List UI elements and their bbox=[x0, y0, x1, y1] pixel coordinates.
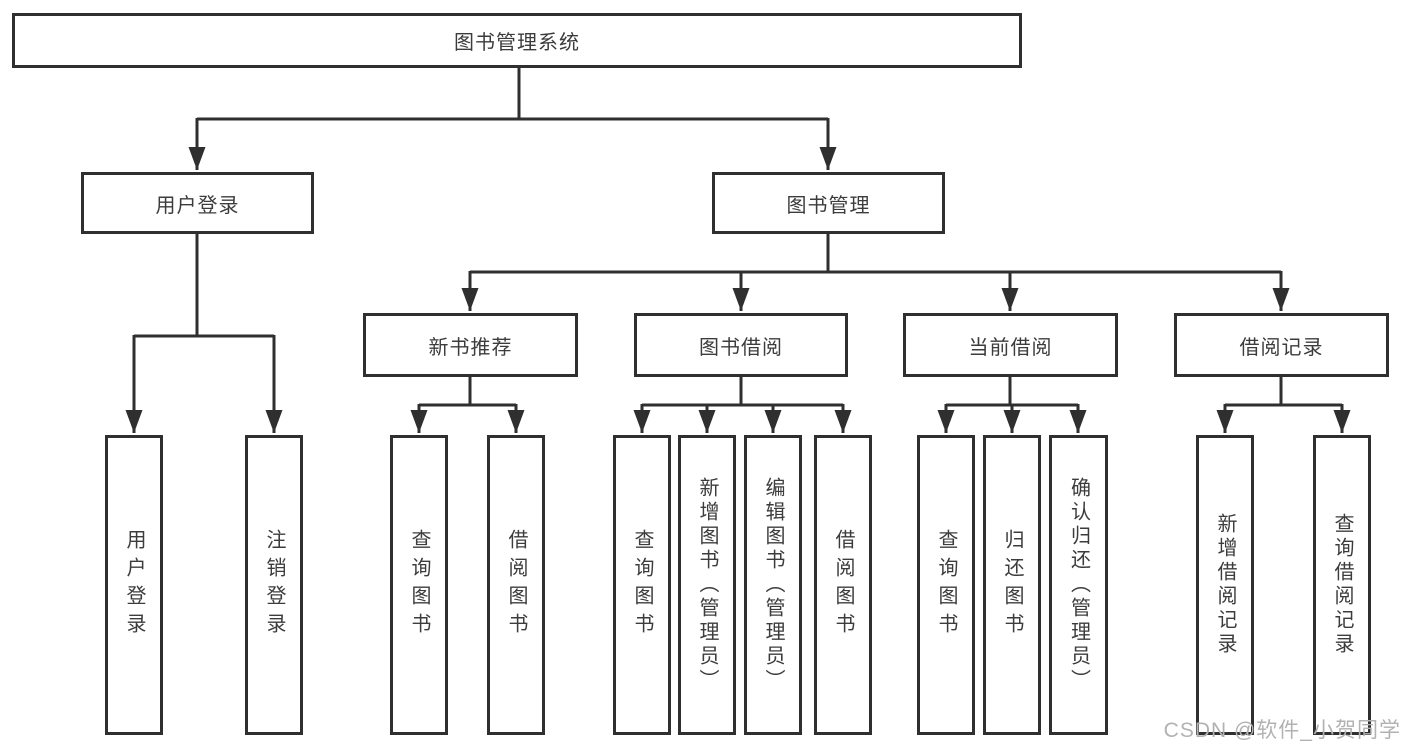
leaf-add-book-admin: 新增图书（管理员） bbox=[678, 435, 736, 735]
leaf-return-book: 归还图书 bbox=[983, 435, 1041, 735]
leaf-add-borrow-record: 新增借阅记录 bbox=[1196, 435, 1254, 735]
leaf-query-borrow-record: 查询借阅记录 bbox=[1313, 435, 1371, 735]
leaf-edit-book-admin: 编辑图书（管理员） bbox=[744, 435, 802, 735]
node-library-management-system: 图书管理系统 bbox=[12, 13, 1022, 68]
node-book-management: 图书管理 bbox=[712, 172, 945, 234]
leaf-borrow-books-recommend: 借阅图书 bbox=[487, 435, 545, 735]
leaf-confirm-return-admin: 确认归还（管理员） bbox=[1049, 435, 1108, 735]
node-borrowing-records: 借阅记录 bbox=[1174, 313, 1389, 377]
node-book-borrowing: 图书借阅 bbox=[634, 313, 848, 377]
node-current-borrowing: 当前借阅 bbox=[903, 313, 1118, 377]
leaf-query-books-borrow: 查询图书 bbox=[613, 435, 671, 735]
node-new-book-recommendation: 新书推荐 bbox=[363, 313, 578, 377]
leaf-logout: 注销登录 bbox=[245, 435, 303, 735]
csdn-watermark: CSDN @软件_小贺同学 bbox=[1163, 719, 1401, 742]
leaf-borrow-books: 借阅图书 bbox=[814, 435, 872, 735]
leaf-user-login: 用户登录 bbox=[105, 435, 163, 735]
leaf-query-books-recommend: 查询图书 bbox=[390, 435, 448, 735]
node-user-login: 用户登录 bbox=[81, 172, 314, 234]
leaf-query-books-current: 查询图书 bbox=[917, 435, 975, 735]
